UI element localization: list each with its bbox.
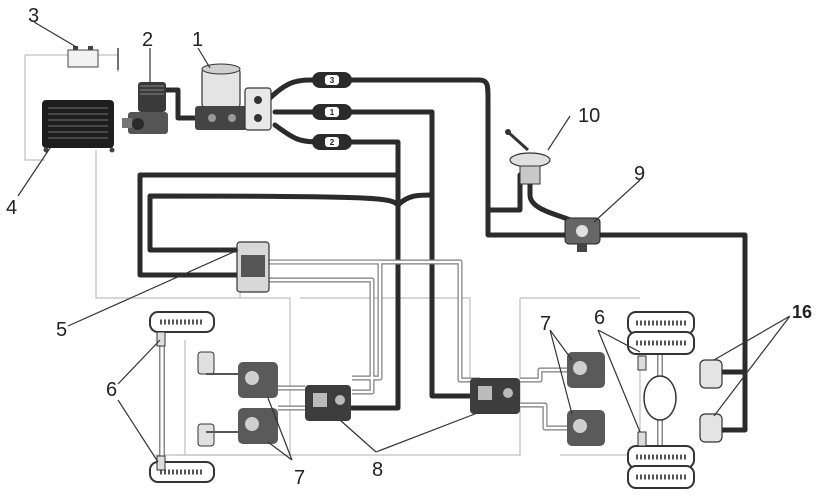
wheel-speed-sensor-rear-lower-icon <box>637 431 647 447</box>
rear-axle-icon <box>627 311 695 489</box>
brake-control-valve-icon <box>564 217 601 252</box>
label-compressor: 2 <box>142 29 153 51</box>
hand-brake-valve-icon <box>505 129 551 185</box>
label-rear-brake-chamber: 16 <box>792 302 812 322</box>
controller-ecu-icon <box>42 100 115 153</box>
rear-axle-modulator-icon <box>470 378 520 414</box>
line-tag-3-text: 3 <box>330 76 335 85</box>
label-front-abs-valve: 7 <box>294 467 305 489</box>
air-dryer-icon <box>195 63 247 130</box>
label-rear-abs-valve: 7 <box>540 313 551 335</box>
label-rear-sensor: 6 <box>594 307 605 329</box>
label-front-sensor: 6 <box>106 379 117 401</box>
line-tag-2-text: 2 <box>330 138 335 147</box>
line-tag-1: 1 <box>312 104 352 120</box>
wheel-speed-sensor-front-upper-icon <box>156 331 166 347</box>
wheel-speed-sensor-front-lower-icon <box>156 455 166 471</box>
label-air-dryer: 1 <box>192 29 203 51</box>
battery-icon <box>67 46 119 70</box>
air-compressor-icon <box>122 82 168 134</box>
label-relay-valve: 5 <box>56 319 67 341</box>
label-modulator: 8 <box>372 459 383 481</box>
leader-lines <box>17 21 791 463</box>
control-tubes <box>268 259 575 431</box>
abs-valve-front-lower-icon <box>238 408 278 444</box>
front-axle-modulator-icon <box>305 385 351 421</box>
label-brake-valve: 9 <box>634 163 645 185</box>
front-brake-chamber-upper-icon <box>197 351 238 375</box>
wheel-speed-sensor-rear-upper-icon <box>637 355 647 371</box>
line-tag-1-text: 1 <box>330 108 335 117</box>
relay-valve-icon <box>236 241 270 293</box>
abs-valve-rear-lower-icon <box>567 410 605 446</box>
front-brake-chamber-lower-icon <box>197 423 238 447</box>
label-hand-brake-valve: 10 <box>578 105 600 127</box>
line-tag-2: 2 <box>312 134 352 150</box>
rear-brake-chamber-lower-icon <box>699 413 723 443</box>
four-circuit-protection-valve-icon <box>244 87 272 131</box>
line-tag-3: 3 <box>312 72 352 88</box>
front-axle-icon <box>149 311 215 483</box>
abs-valve-rear-upper-icon <box>567 352 605 388</box>
rear-brake-chamber-upper-icon <box>699 359 723 389</box>
label-controller: 4 <box>6 197 17 219</box>
abs-valve-front-upper-icon <box>238 362 278 398</box>
label-battery: 3 <box>28 5 39 27</box>
